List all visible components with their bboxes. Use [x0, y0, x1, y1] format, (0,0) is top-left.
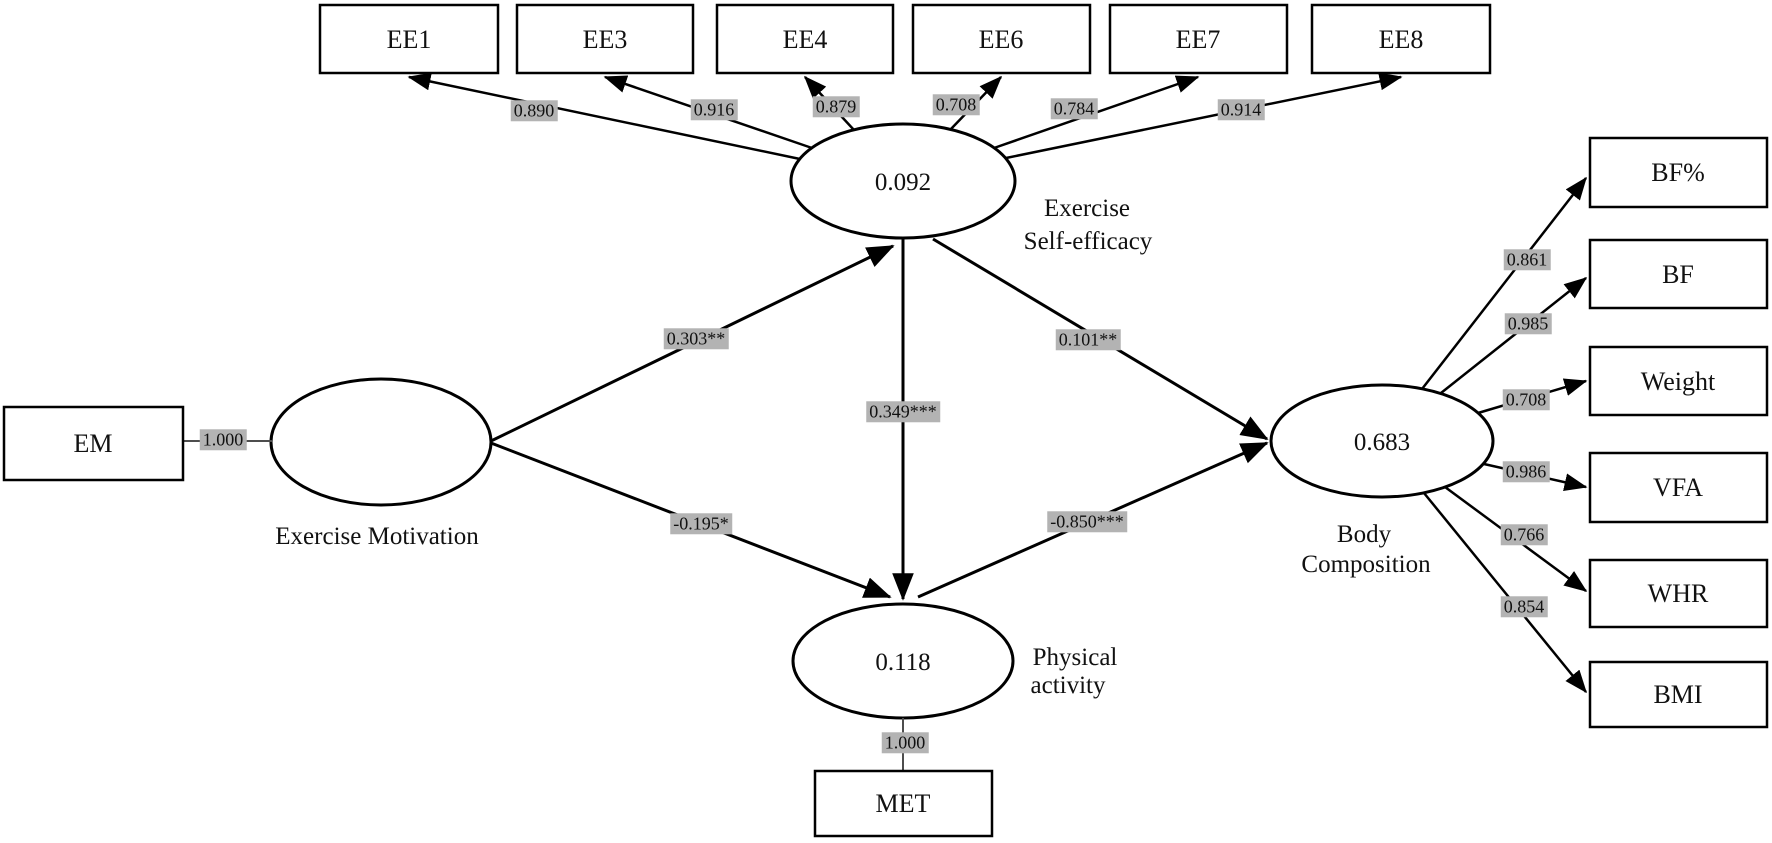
- loading-arrow-bc-to-bmi: [1423, 492, 1587, 694]
- r2-value-exercise-self-efficacy: 0.092: [875, 169, 931, 196]
- r2-value-body-composition: 0.683: [1354, 429, 1410, 456]
- loading-value-ee4: 0.879: [812, 96, 860, 118]
- loading-value-bf: 0.985: [1504, 313, 1552, 335]
- indicator-box-ee7: [1108, 3, 1289, 75]
- indicator-label-vfa: VFA: [1653, 473, 1703, 502]
- loading-value-ee7: 0.784: [1050, 98, 1098, 120]
- construct-label-ese-line2: Self-efficacy: [1024, 228, 1153, 255]
- indicator-box-met: [813, 769, 994, 838]
- loading-arrow-bc-to-bf: [1440, 277, 1588, 394]
- indicator-label-weight: Weight: [1641, 367, 1716, 396]
- loading-value-bfpct: 0.861: [1503, 249, 1551, 271]
- indicator-box-ee3: [515, 3, 695, 75]
- indicator-box-ee4: [715, 3, 895, 75]
- indicator-label-bf: BF: [1662, 260, 1694, 289]
- construct-label-bc-line2: Composition: [1301, 551, 1431, 578]
- r2-value-physical-activity: 0.118: [875, 649, 930, 676]
- indicator-box-ee1: [318, 3, 500, 75]
- indicator-box-vfa: [1588, 451, 1769, 524]
- indicator-label-ee3: EE3: [583, 25, 628, 54]
- indicator-box-bmi: [1588, 660, 1769, 729]
- construct-label-pa-line1: Physical: [1033, 644, 1118, 671]
- indicator-box-whr: [1588, 558, 1769, 629]
- indicator-label-ee8: EE8: [1379, 25, 1424, 54]
- loading-value-whr: 0.766: [1500, 524, 1548, 546]
- loading-value-met: 1.000: [881, 732, 929, 754]
- indicator-label-ee6: EE6: [979, 25, 1024, 54]
- loading-value-em: 1.000: [199, 429, 247, 451]
- construct-label-bc-line1: Body: [1337, 521, 1392, 548]
- path-coefficient-em-to-ese: 0.303**: [663, 328, 729, 350]
- loading-value-vfa: 0.986: [1502, 461, 1550, 483]
- loading-value-ee6: 0.708: [932, 94, 980, 116]
- path-coefficient-ese-to-pa: 0.349***: [866, 401, 940, 423]
- indicator-label-bfpct: BF%: [1651, 158, 1704, 187]
- loading-value-ee3: 0.916: [690, 99, 738, 121]
- indicator-label-whr: WHR: [1648, 579, 1709, 608]
- indicator-label-em: EM: [74, 429, 113, 458]
- path-coefficient-pa-to-bc: -0.850***: [1047, 511, 1127, 533]
- loading-value-bmi: 0.854: [1500, 596, 1548, 618]
- construct-label-pa-line2: activity: [1031, 672, 1106, 699]
- indicator-label-bmi: BMI: [1653, 680, 1702, 709]
- latent-ellipse-exercise-motivation: [269, 377, 493, 507]
- indicator-label-ee1: EE1: [387, 25, 432, 54]
- loading-value-ee1: 0.890: [510, 100, 558, 122]
- indicator-box-bfpct: [1588, 136, 1769, 209]
- path-coefficient-ese-to-bc: 0.101**: [1055, 329, 1121, 351]
- loading-arrow-ese-to-ee8: [1005, 72, 1403, 160]
- loading-arrow-ese-to-ee1: [407, 72, 801, 161]
- indicator-label-met: MET: [876, 789, 931, 818]
- construct-label-ese-line1: Exercise: [1044, 195, 1130, 222]
- indicator-box-bf: [1588, 238, 1769, 310]
- indicator-box-weight: [1588, 345, 1769, 417]
- latent-ellipse-body-composition: [1269, 383, 1495, 499]
- loading-value-weight: 0.708: [1502, 389, 1550, 411]
- construct-label-exercise-motivation: Exercise Motivation: [275, 523, 479, 550]
- indicator-box-ee8: [1310, 3, 1492, 75]
- loading-arrow-bc-to-bfpct: [1421, 176, 1587, 390]
- indicator-box-ee6: [911, 3, 1092, 75]
- loading-value-ee8: 0.914: [1217, 99, 1265, 121]
- indicator-label-ee4: EE4: [783, 25, 828, 54]
- indicator-box-em: [2, 405, 185, 482]
- indicator-label-ee7: EE7: [1176, 25, 1221, 54]
- path-coefficient-em-to-pa: -0.195*: [670, 513, 732, 535]
